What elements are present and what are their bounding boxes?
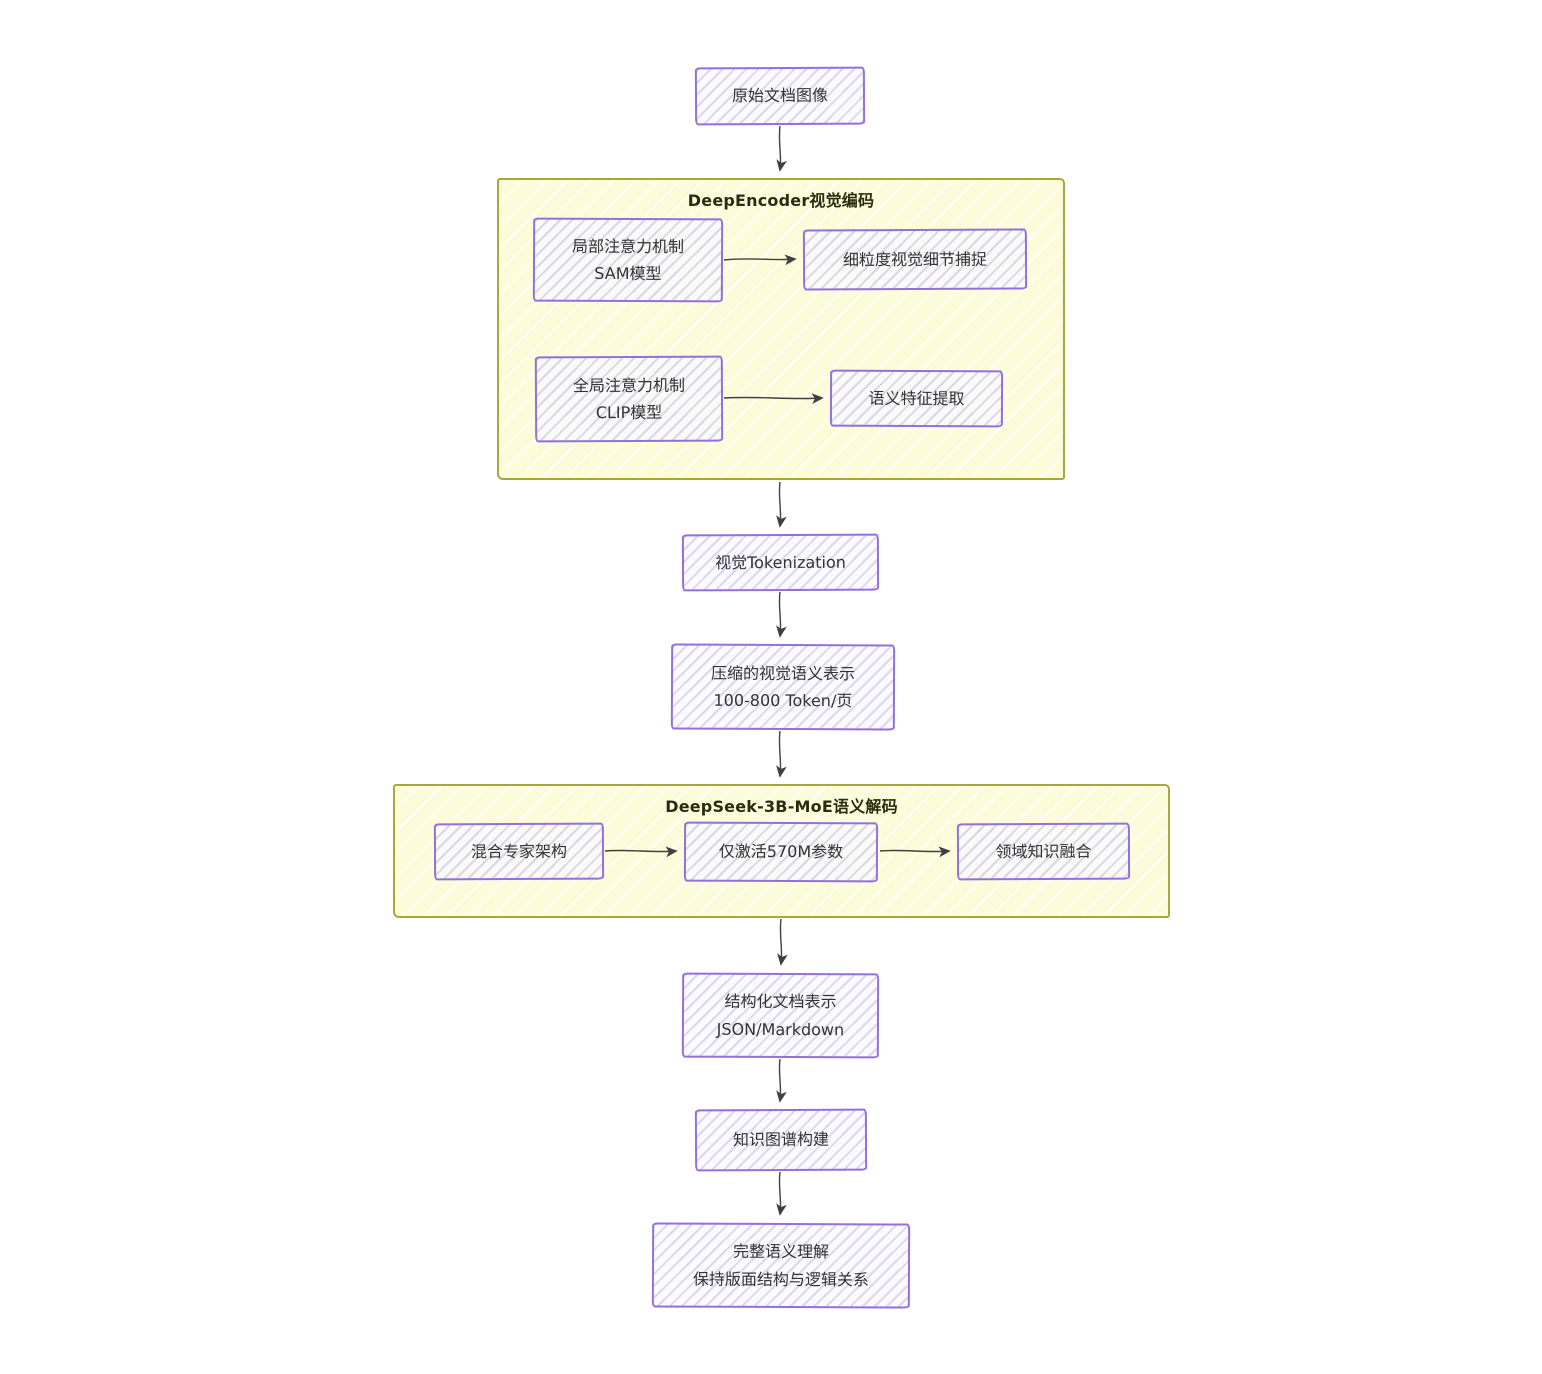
node-local-attention: 局部注意力机制 SAM模型: [532, 217, 724, 303]
node-global-attention-line2: CLIP模型: [595, 402, 663, 423]
node-compressed-line2: 100-800 Token/页: [713, 690, 853, 711]
node-active-params: 仅激活570M参数: [683, 821, 879, 883]
node-tokenization-label: 视觉Tokenization: [715, 552, 846, 573]
edge-structured-to-kg: [776, 1058, 787, 1103]
node-raw-image: 原始文档图像: [694, 66, 866, 126]
container-deepseek-title: DeepSeek-3B-MoE语义解码: [665, 797, 898, 816]
node-global-attention-line1: 全局注意力机制: [572, 375, 685, 396]
node-semantic-extract: 语义特征提取: [829, 369, 1004, 428]
node-full-understanding-line2: 保持版面结构与逻辑关系: [692, 1269, 869, 1289]
node-knowledge-graph: 知识图谱构建: [694, 1108, 868, 1172]
node-compressed-line1: 压缩的视觉语义表示: [711, 663, 856, 684]
node-active-params-label: 仅激活570M参数: [718, 842, 844, 862]
node-local-attention-line1: 局部注意力机制: [572, 236, 685, 257]
node-fine-detail: 细粒度视觉细节捕捉: [802, 228, 1028, 291]
node-global-attention: 全局注意力机制 CLIP模型: [534, 355, 724, 443]
node-structured-line2: JSON/Markdown: [716, 1019, 845, 1039]
node-knowledge-graph-label: 知识图谱构建: [732, 1130, 830, 1150]
node-fine-detail-label: 细粒度视觉细节捕捉: [842, 249, 988, 270]
node-moe-label: 混合专家架构: [470, 841, 568, 862]
node-full-understanding: 完整语义理解 保持版面结构与逻辑关系: [651, 1222, 911, 1309]
node-local-attention-line2: SAM模型: [594, 263, 662, 284]
node-raw-image-label: 原始文档图像: [731, 86, 829, 106]
node-moe: 混合专家架构: [433, 822, 605, 881]
edge-compressed-to-deepseek: [776, 730, 787, 778]
node-compressed: 压缩的视觉语义表示 100-800 Token/页: [670, 643, 896, 731]
edge-tokenization-to-compressed: [776, 591, 787, 638]
edge-raw-to-encoder: [776, 125, 787, 172]
node-structured: 结构化文档表示 JSON/Markdown: [681, 972, 880, 1059]
node-tokenization: 视觉Tokenization: [681, 533, 880, 592]
node-semantic-extract-label: 语义特征提取: [868, 388, 965, 409]
node-domain-fusion-label: 领域知识融合: [995, 841, 1092, 862]
edge-deepseek-to-structured: [777, 918, 788, 966]
node-structured-line1: 结构化文档表示: [724, 992, 837, 1012]
node-full-understanding-line1: 完整语义理解: [733, 1242, 830, 1262]
edge-encoder-to-tokenization: [776, 481, 787, 528]
edge-kg-to-understanding: [776, 1171, 787, 1216]
node-domain-fusion: 领域知识融合: [956, 822, 1131, 881]
container-deepencoder-title: DeepEncoder视觉编码: [687, 191, 875, 210]
